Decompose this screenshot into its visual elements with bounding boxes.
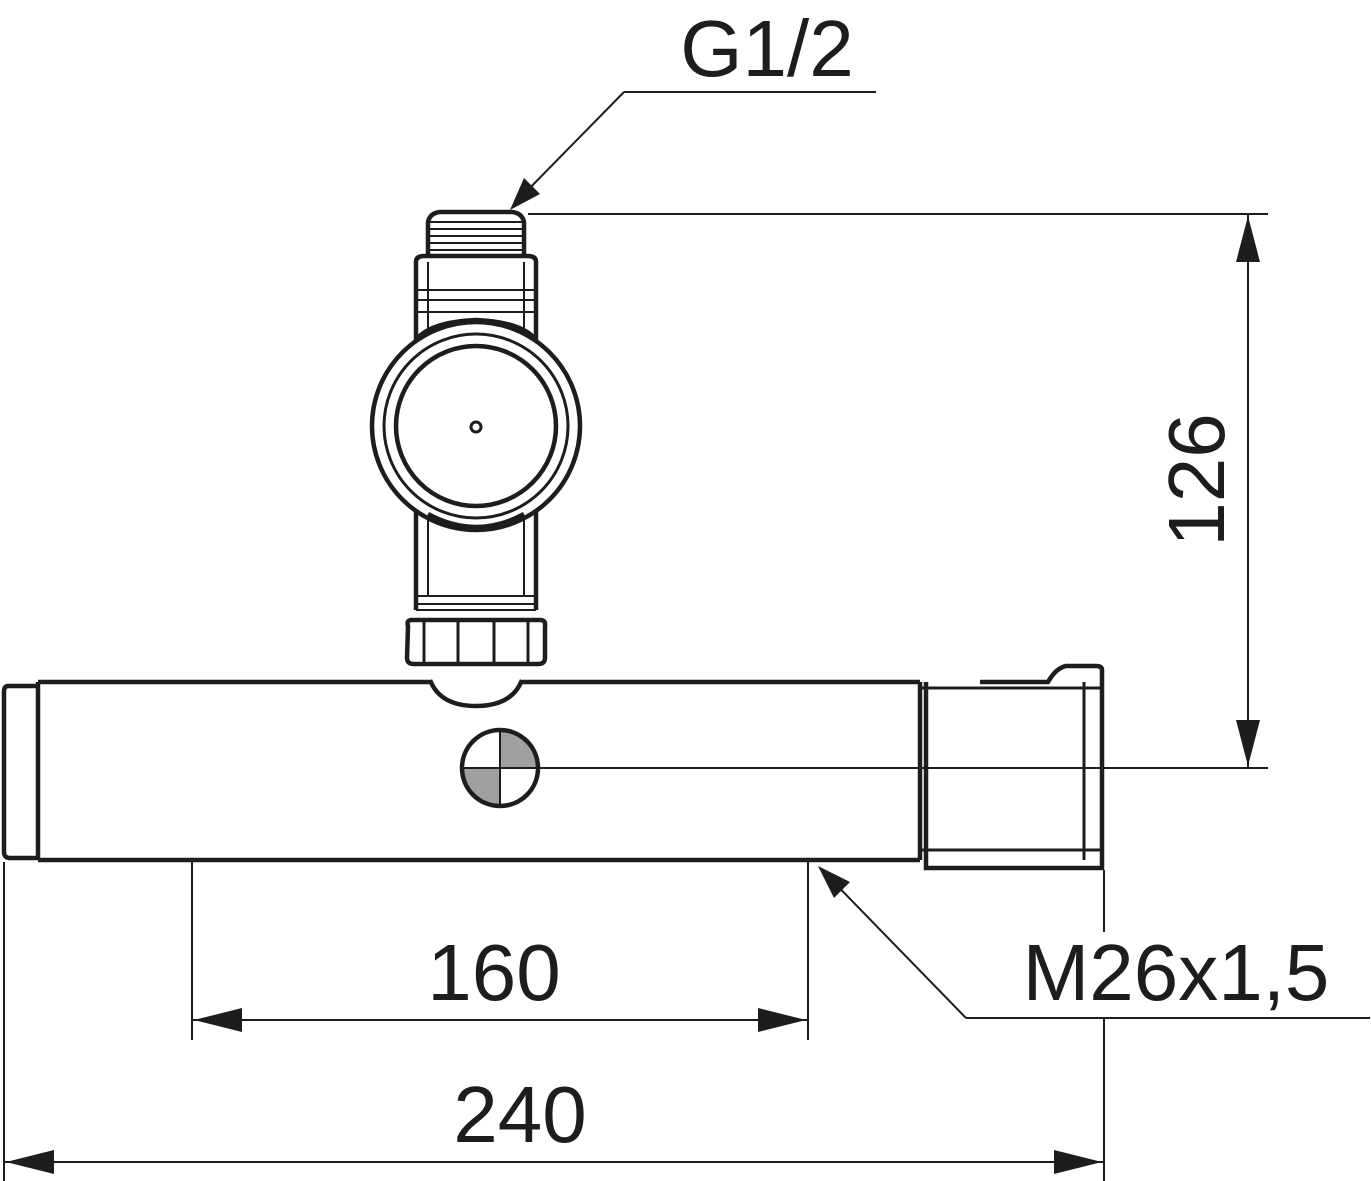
centre-marker: [459, 727, 541, 809]
overall-length-label: 240: [453, 1070, 586, 1159]
inlet-connector: [369, 209, 583, 709]
height-dimension: 126: [528, 213, 1268, 769]
height-label: 126: [1152, 413, 1241, 546]
overall-length-dimension: 240: [3, 862, 1105, 1181]
inlet-spacing-dimension: 160: [191, 862, 809, 1040]
outlet-thread-label: M26x1,5: [1023, 928, 1330, 1017]
inlet-thread-callout: G1/2: [510, 4, 876, 210]
inlet-spacing-label: 160: [427, 928, 560, 1017]
mixer-body: [1, 663, 1105, 871]
inlet-thread-label: G1/2: [680, 4, 853, 93]
outlet-thread-callout: M26x1,5: [818, 866, 1370, 1019]
